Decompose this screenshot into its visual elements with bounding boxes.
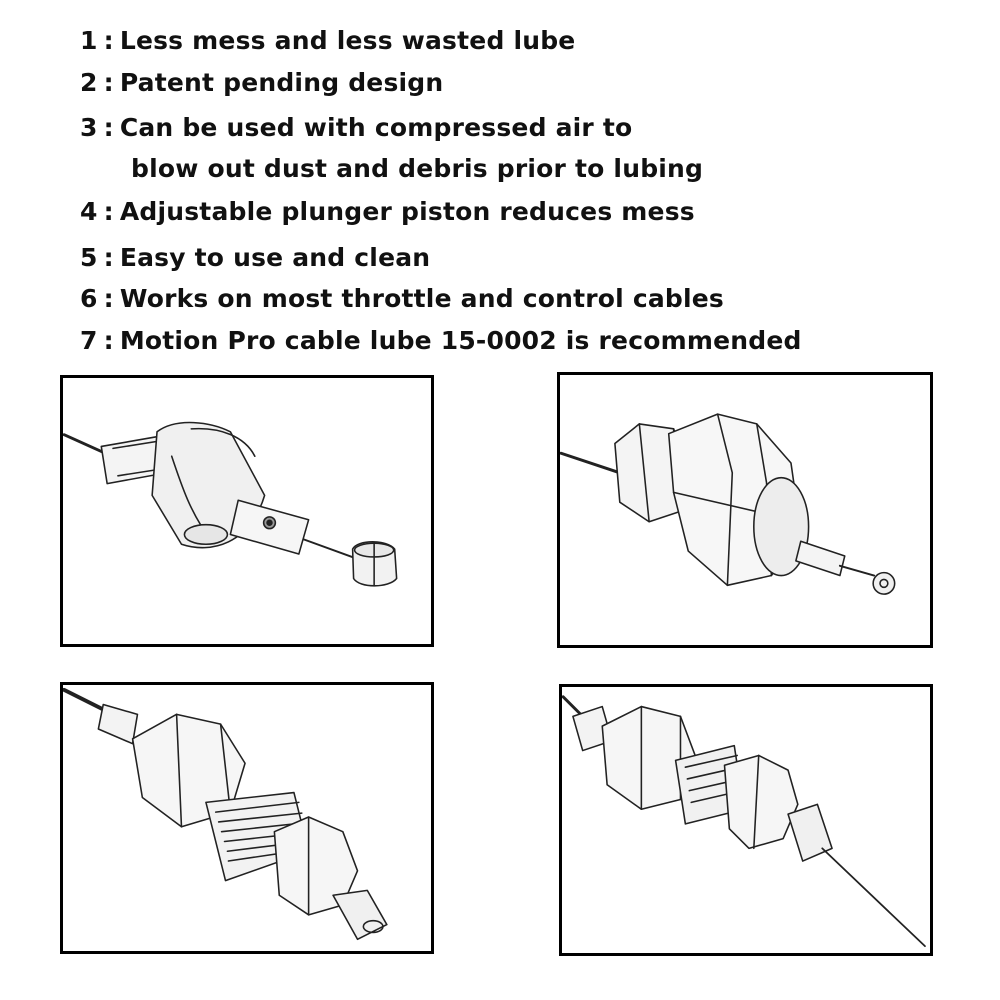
feature-item-1: 1:Less mess and less wasted lube	[80, 26, 575, 56]
feature-separator: :	[103, 68, 114, 97]
panel-assembled-lubricator	[559, 684, 933, 956]
feature-text: Adjustable plunger piston reduces mess	[119, 197, 695, 226]
cable-lubricator-assembled-icon	[562, 695, 926, 948]
feature-text: Less mess and less wasted lube	[119, 26, 576, 55]
feature-item-6: 6:Works on most throttle and control cab…	[80, 284, 724, 314]
feature-text: Can be used with compressed air to	[119, 113, 633, 142]
feature-item-3: 3:Can be used with compressed air to blo…	[80, 113, 703, 184]
feature-text: Works on most throttle and control cable…	[119, 284, 725, 313]
feature-separator: :	[103, 284, 114, 313]
feature-text: Easy to use and clean	[119, 243, 431, 272]
feature-number: 1	[80, 26, 98, 55]
panel-threaded-lubricator	[60, 682, 434, 954]
feature-item-4: 4:Adjustable plunger piston reduces mess	[80, 197, 695, 227]
feature-text: Motion Pro cable lube 15-0002 is recomme…	[119, 326, 802, 355]
feature-text-continuation: blow out dust and debris prior to lubing	[131, 154, 704, 183]
feature-number: 5	[80, 243, 98, 272]
feature-separator: :	[103, 113, 114, 142]
feature-number: 4	[80, 197, 98, 226]
feature-list: 1:Less mess and less wasted lube 2:Paten…	[0, 0, 1000, 370]
feature-separator: :	[103, 326, 114, 355]
cable-lubricator-hex-icon	[560, 413, 896, 595]
feature-number: 3	[80, 113, 98, 142]
cable-lubricator-threaded-icon	[63, 687, 388, 941]
feature-number: 6	[80, 284, 98, 313]
feature-separator: :	[103, 197, 114, 226]
feature-number: 7	[80, 326, 98, 355]
feature-text: Patent pending design	[119, 68, 444, 97]
panel-cone-lubricator	[60, 375, 434, 647]
feature-separator: :	[103, 243, 114, 272]
feature-item-7: 7:Motion Pro cable lube 15-0002 is recom…	[80, 326, 802, 356]
feature-item-2: 2:Patent pending design	[80, 68, 443, 98]
panel-hex-lubricator	[557, 372, 933, 648]
feature-number: 2	[80, 68, 98, 97]
cable-lubricator-cone-icon	[63, 421, 398, 587]
feature-separator: :	[103, 26, 114, 55]
feature-item-5: 5:Easy to use and clean	[80, 243, 430, 273]
